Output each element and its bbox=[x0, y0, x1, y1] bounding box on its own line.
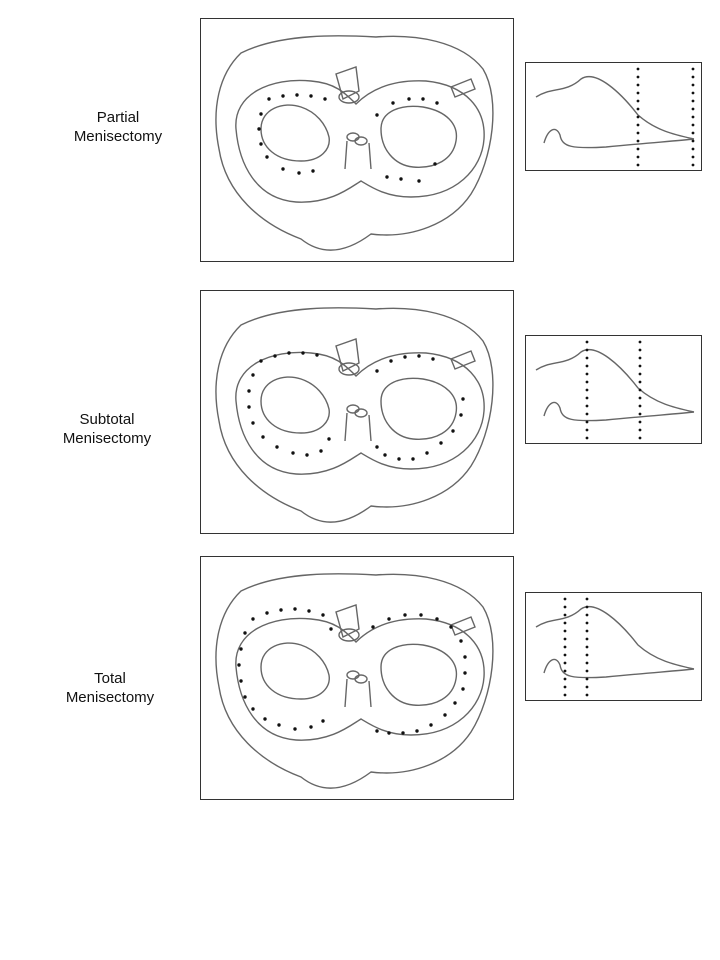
meniscus-outer bbox=[235, 79, 485, 203]
label-line-2: Menisectomy bbox=[62, 430, 152, 447]
resection-boundary-dots bbox=[247, 351, 465, 461]
meniscus-wedge-upper bbox=[535, 349, 695, 413]
meniscus-inner-lateral bbox=[380, 377, 458, 440]
cut-line-dots bbox=[585, 340, 642, 440]
cut-line-1 bbox=[563, 597, 567, 697]
pcl-stump bbox=[450, 350, 476, 370]
meniscus-inner-medial bbox=[260, 376, 330, 434]
resection-boundary-dots bbox=[237, 607, 467, 735]
meniscus-outer bbox=[235, 617, 485, 741]
label-line-1: Subtotal bbox=[79, 411, 135, 428]
cut-line-1 bbox=[585, 340, 589, 440]
meniscus-cross-section-diagram bbox=[525, 62, 702, 171]
pcl-stump bbox=[450, 616, 476, 636]
tibia-outline bbox=[215, 35, 494, 251]
meniscus-cross-section-diagram bbox=[525, 592, 702, 701]
cut-line-dots bbox=[563, 597, 589, 697]
meniscus-cross-section-diagram bbox=[525, 335, 702, 444]
row-label: Total Menisectomy bbox=[30, 669, 190, 707]
cut-line-2 bbox=[638, 340, 642, 440]
acl-stump bbox=[335, 66, 360, 101]
tibial-plateau-diagram bbox=[200, 290, 514, 534]
meniscus-wedge-lower bbox=[543, 128, 695, 149]
acl-stump bbox=[335, 338, 360, 373]
cut-line-1 bbox=[636, 67, 640, 167]
tibial-plateau-diagram bbox=[200, 18, 514, 262]
meniscus-wedge-upper bbox=[535, 606, 695, 670]
meniscus-wedge-upper bbox=[535, 76, 695, 140]
label-line-2: Menisectomy bbox=[73, 128, 163, 145]
meniscus-inner-lateral bbox=[380, 643, 458, 706]
meniscus-inner-medial bbox=[260, 104, 330, 162]
meniscus-wedge-lower bbox=[543, 658, 695, 679]
cut-line-2 bbox=[585, 597, 589, 697]
cut-line-2 bbox=[691, 67, 695, 167]
cut-line-dots bbox=[636, 67, 695, 167]
acl-stump bbox=[335, 604, 360, 639]
pcl-stump bbox=[450, 78, 476, 98]
tibia-outline bbox=[215, 573, 494, 789]
meniscus-outer bbox=[235, 351, 485, 475]
tibial-plateau-diagram bbox=[200, 556, 514, 800]
label-line-2: Menisectomy bbox=[65, 689, 155, 706]
meniscus-inner-medial bbox=[260, 642, 330, 700]
tibia-outline bbox=[215, 307, 494, 523]
row-label: Subtotal Menisectomy bbox=[27, 410, 187, 448]
label-line-1: Partial bbox=[96, 109, 140, 126]
resection-boundary-dots bbox=[257, 93, 439, 183]
meniscus-wedge-lower bbox=[543, 401, 695, 422]
meniscus-inner-lateral bbox=[380, 105, 458, 168]
row-label: Partial Menisectomy bbox=[38, 108, 198, 146]
label-line-1: Total bbox=[94, 670, 126, 687]
